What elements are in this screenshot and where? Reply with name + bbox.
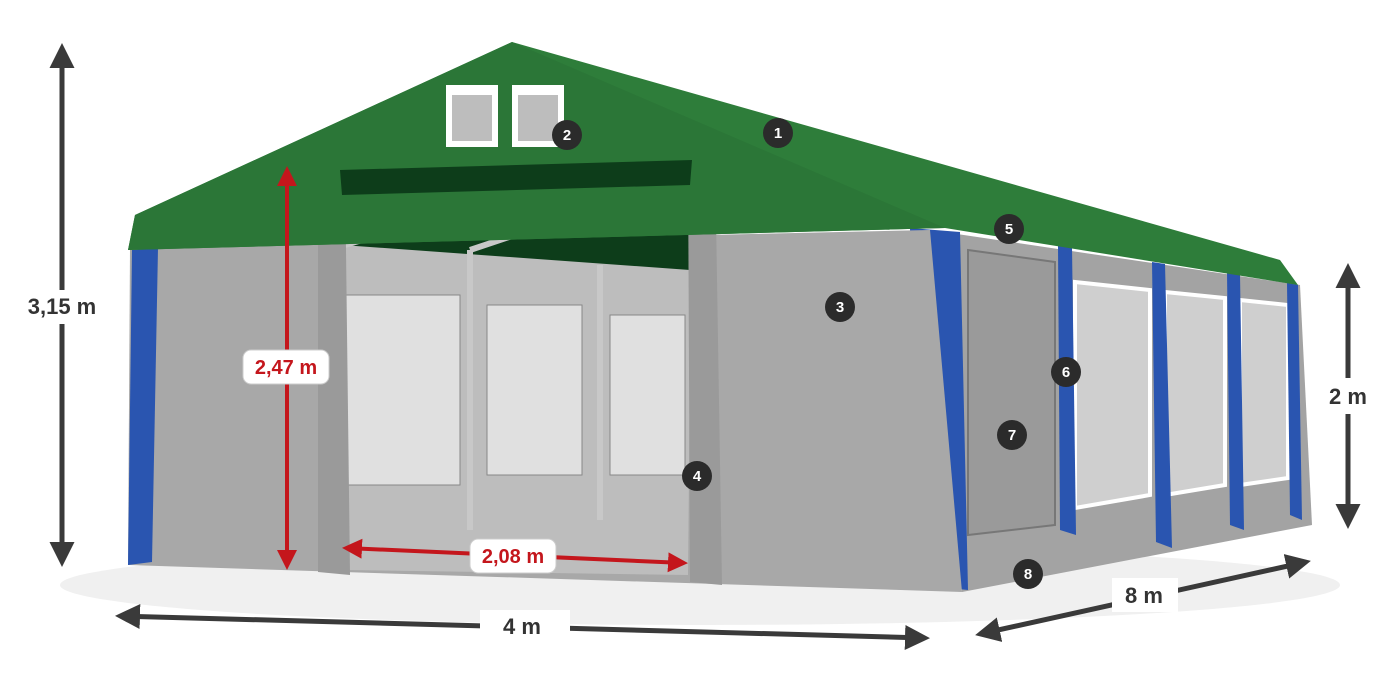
badge-1: 1 [763, 118, 793, 148]
side-height-label: 2 m [1329, 384, 1367, 409]
front-left-post [128, 248, 158, 565]
interior-back-windows [344, 294, 686, 486]
badge-4: 4 [682, 461, 712, 491]
width-label: 4 m [503, 614, 541, 639]
badge-5: 5 [994, 214, 1024, 244]
svg-text:4: 4 [693, 468, 702, 485]
svg-text:6: 6 [1062, 364, 1070, 381]
badge-3: 3 [825, 292, 855, 322]
length-label: 8 m [1125, 583, 1163, 608]
svg-text:5: 5 [1005, 221, 1013, 238]
svg-text:1: 1 [774, 125, 782, 142]
door-width-label: 2,08 m [482, 546, 544, 568]
badge-7: 7 [997, 420, 1027, 450]
svg-text:2: 2 [563, 127, 571, 144]
svg-text:7: 7 [1008, 427, 1016, 444]
svg-text:3: 3 [836, 299, 844, 316]
height-total-label: 3,15 m [28, 294, 97, 319]
svg-text:8: 8 [1024, 566, 1032, 583]
badge-2: 2 [552, 120, 582, 150]
badge-6: 6 [1051, 357, 1081, 387]
door-top [340, 160, 692, 195]
badge-8: 8 [1013, 559, 1043, 589]
gable-windows [446, 85, 564, 147]
side-door [967, 248, 1056, 537]
door-height-label: 2,47 m [255, 357, 317, 379]
